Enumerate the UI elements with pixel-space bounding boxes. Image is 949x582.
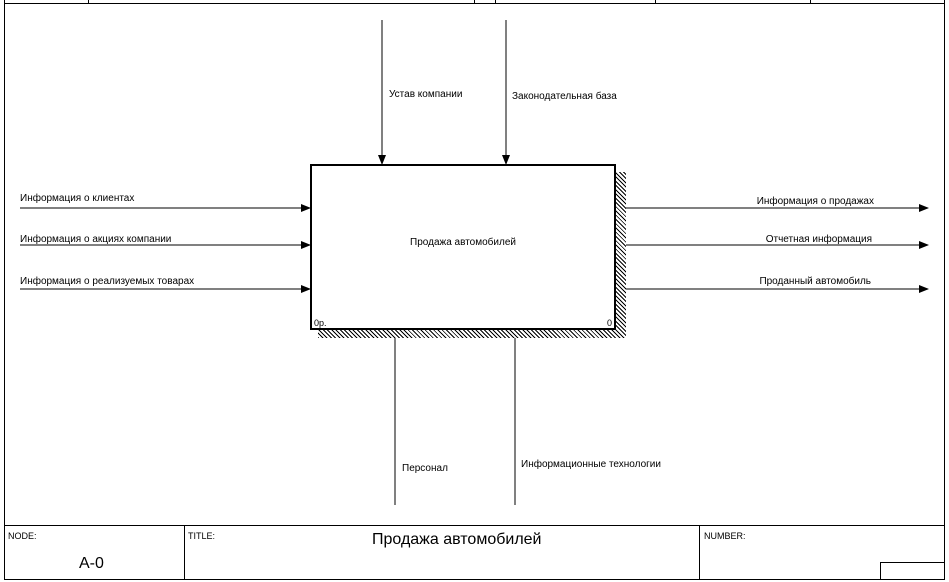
input-label-promotions: Информация о акциях компании (20, 234, 172, 245)
frame-bottom (4, 579, 945, 580)
footer-divider (699, 525, 700, 580)
activity-box[interactable]: Продажа автомобилей 0р. 0 (310, 164, 616, 330)
control-label-legislation: Законодательная база (512, 91, 617, 102)
activity-node-number: 0 (606, 318, 612, 328)
input-label-goods: Информация о реализуемых товарах (20, 276, 195, 287)
footer-divider (184, 525, 185, 580)
output-label-sold-car: Проданный автомобиль (759, 276, 871, 287)
input-label-clients: Информация о клиентах (20, 193, 135, 204)
header-divider (495, 0, 496, 4)
activity-cost: 0р. (314, 318, 327, 328)
footer-top-line (4, 525, 945, 526)
header-divider (474, 0, 475, 4)
output-label-reporting: Отчетная информация (765, 234, 872, 245)
diagram-title: Продажа автомобилей (372, 531, 542, 548)
header-divider (810, 0, 811, 4)
title-label: TITLE: (188, 531, 216, 541)
output-label-sales-info: Информация о продажах (756, 196, 874, 207)
node-value: A-0 (79, 555, 104, 572)
mechanism-label-staff: Персонал (402, 463, 448, 474)
activity-name: Продажа автомобилей (410, 237, 516, 248)
frame-right (944, 0, 945, 580)
number-label: NUMBER: (704, 531, 746, 541)
footer-corner-box-top (880, 562, 945, 563)
control-label-charter: Устав компании (389, 89, 463, 100)
footer-corner-box-left (880, 562, 881, 580)
header-divider (88, 0, 89, 4)
header-divider (655, 0, 656, 4)
mechanism-label-it: Информационные технологии (521, 459, 661, 470)
frame-left (4, 0, 5, 580)
node-label: NODE: (8, 531, 37, 541)
